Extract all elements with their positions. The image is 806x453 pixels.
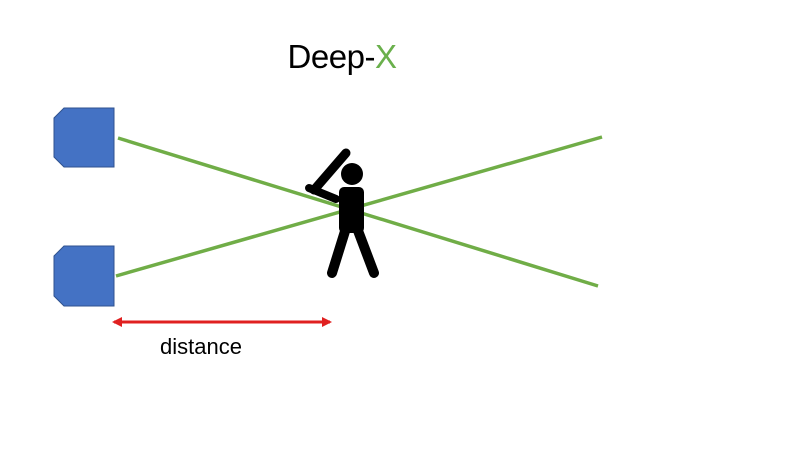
diagram-title: Deep-X [0, 38, 684, 76]
title-prefix: Deep- [287, 38, 376, 75]
sensor-icon [53, 245, 115, 307]
distance-label: distance [160, 334, 242, 359]
title-accent: X [374, 38, 397, 75]
batter-icon [305, 148, 379, 278]
sensor-icon [53, 107, 115, 168]
